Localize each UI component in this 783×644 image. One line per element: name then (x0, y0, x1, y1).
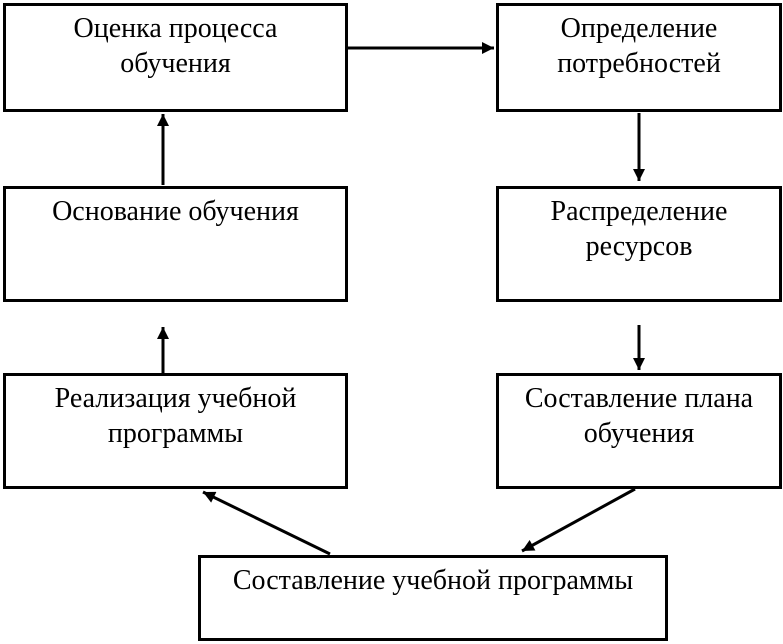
node-evaluation-process: Оценка процесса обучения (3, 3, 348, 112)
arrow-plan-to-curriculum (521, 487, 636, 553)
node-needs-identification: Определение потребностей (496, 3, 782, 112)
arrow-curriculum-to-implementation (202, 490, 331, 556)
node-curriculum-implementation: Реализация учебной программы (3, 373, 348, 489)
node-curriculum-drafting: Составление учебной программы (198, 555, 668, 641)
node-training-basis: Основание обучения (3, 186, 348, 302)
node-training-plan: Составление плана обучения (496, 373, 782, 489)
node-resource-allocation: Распределение ресурсов (496, 186, 782, 302)
